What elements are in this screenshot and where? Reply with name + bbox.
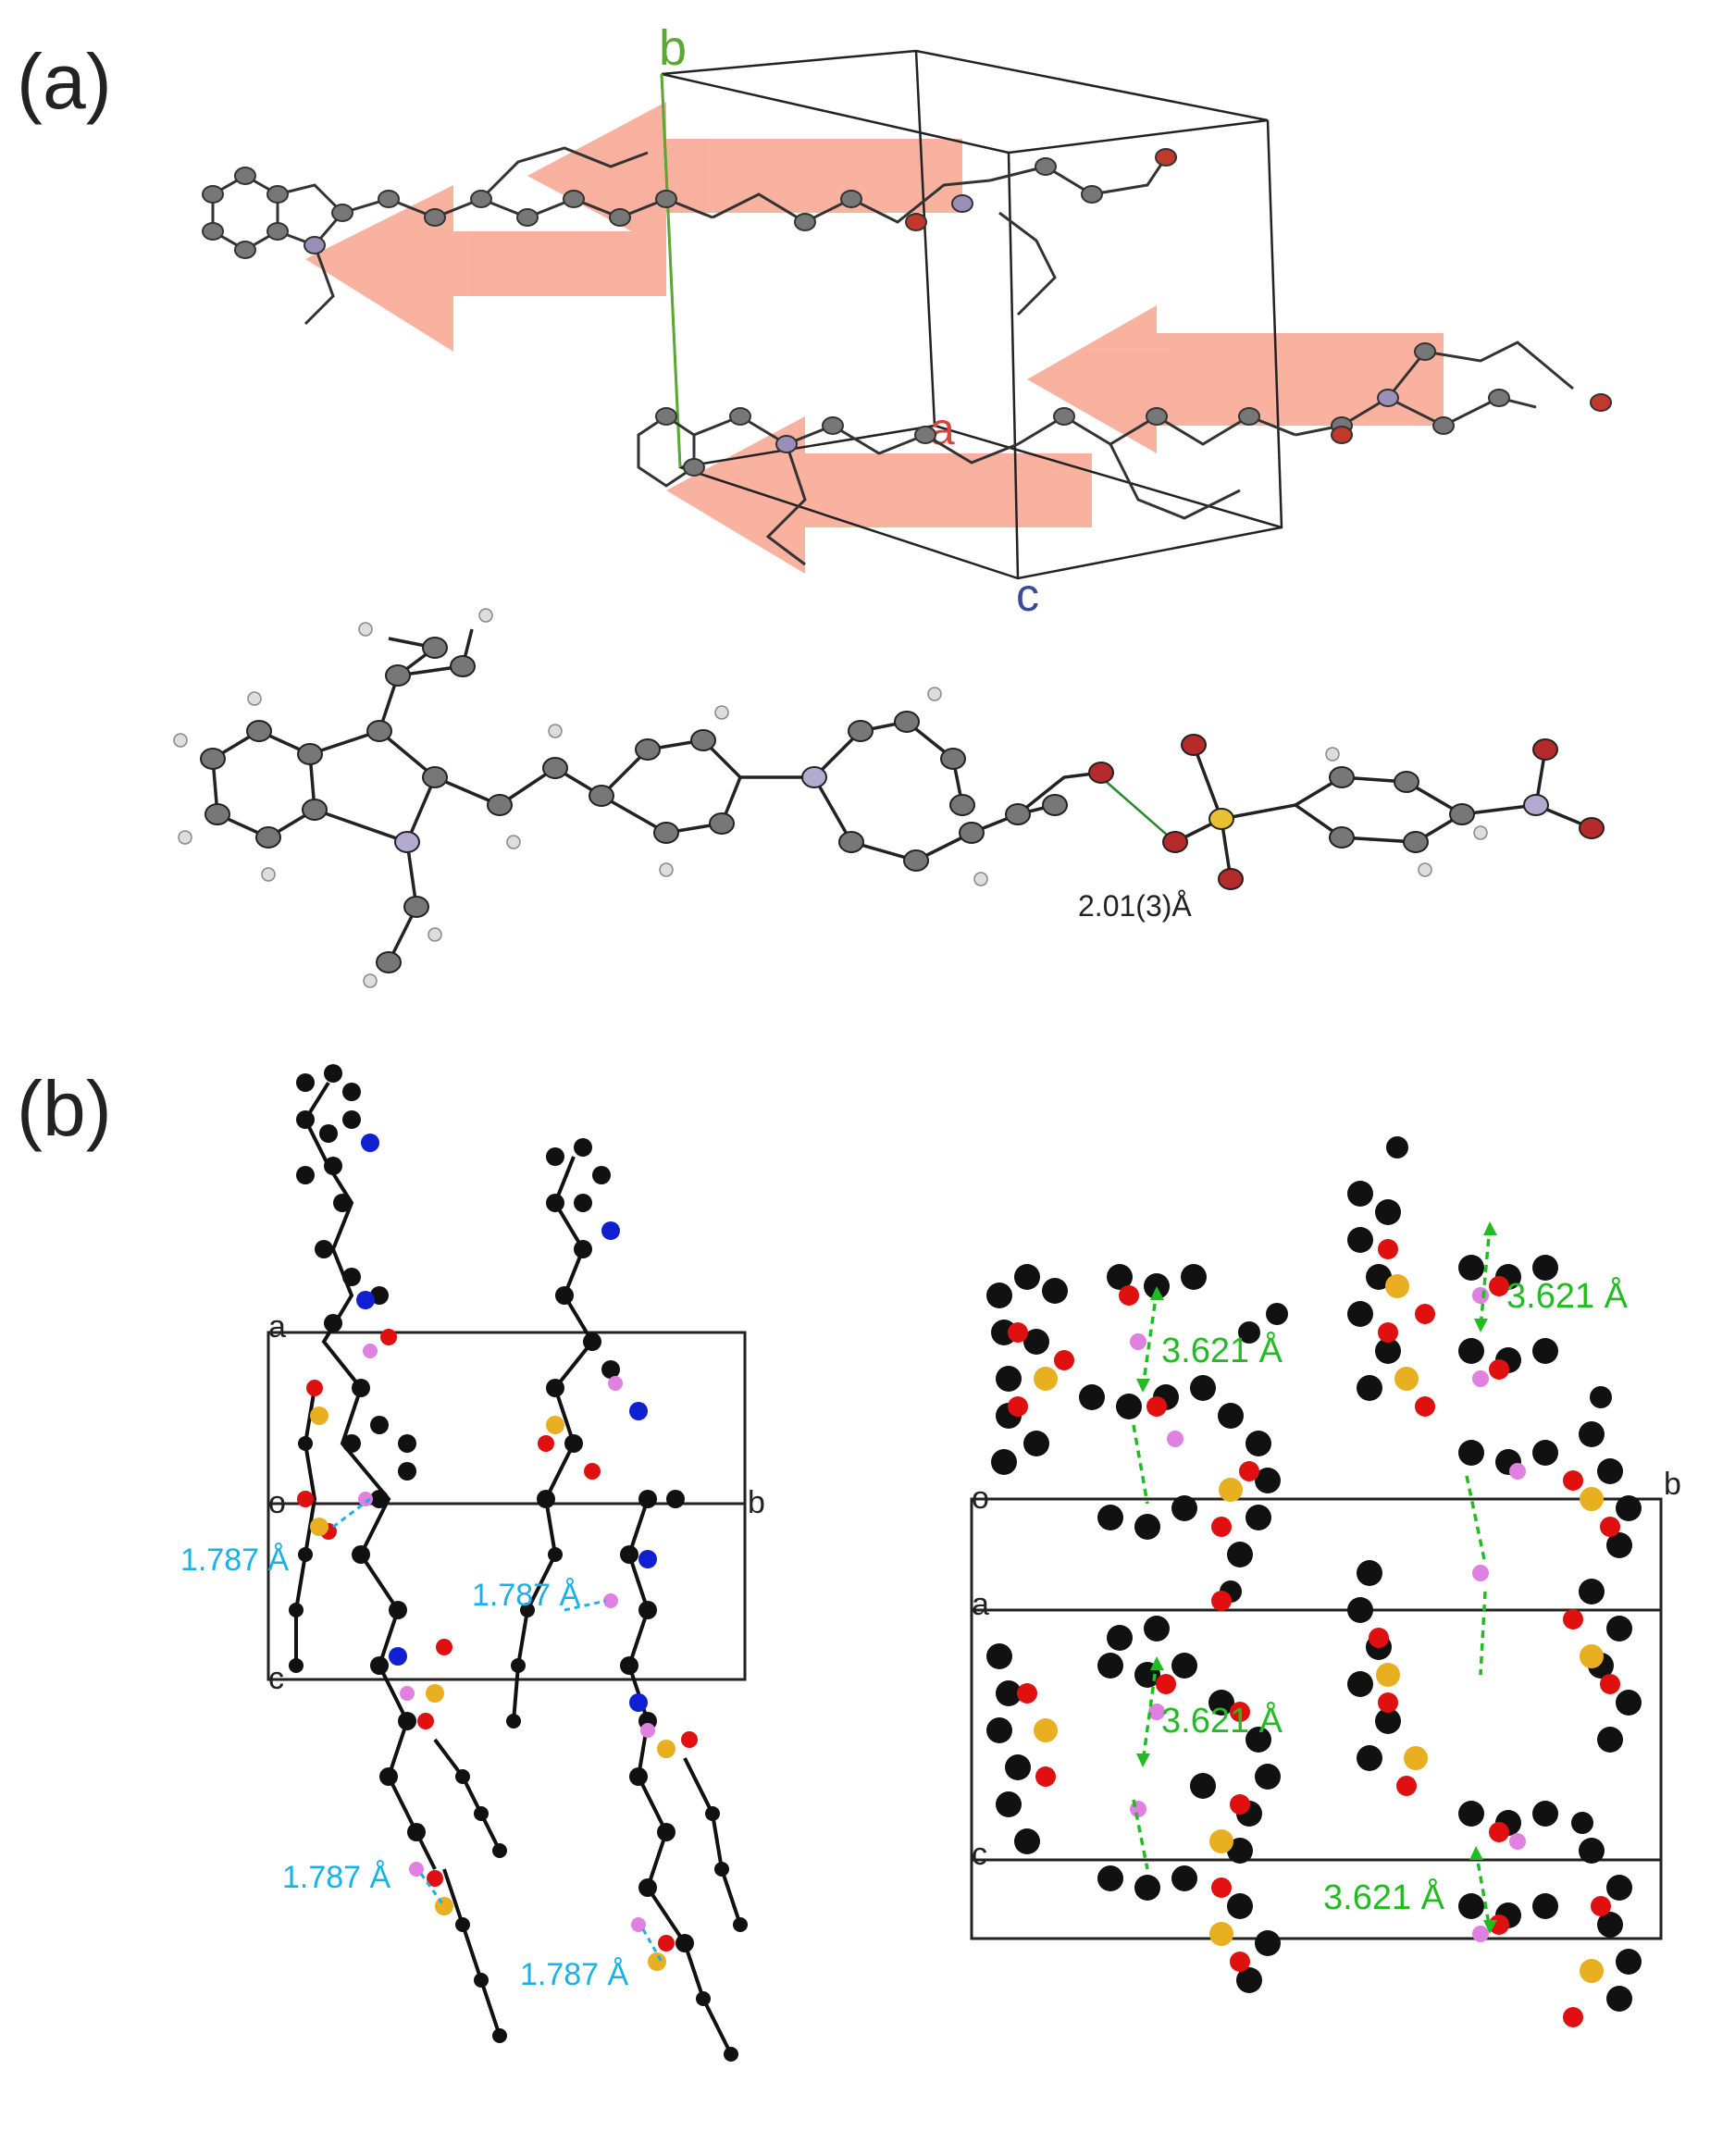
dipole-arrow (305, 185, 666, 352)
left-axis-c: c (268, 1661, 284, 1696)
stack-label-1: 3.621 Å (1161, 1330, 1283, 1370)
hbond-distance-label: 2.01(3)Å (1078, 889, 1192, 923)
cell-box-right (970, 1497, 1663, 1940)
left-axis-a: a (268, 1309, 286, 1344)
stack-label-4: 3.621 Å (1323, 1877, 1445, 1917)
axis-label-b: b (659, 20, 687, 76)
axis-label-c: c (1016, 569, 1039, 621)
panel-b-right: o b a c (970, 1136, 1681, 2027)
right-axis-a: a (972, 1587, 989, 1622)
right-axis-b: b (1664, 1467, 1681, 1502)
panel-b-left: a o b c (180, 1064, 765, 2062)
panel-label-a: (a) (17, 38, 112, 125)
left-axis-o: o (268, 1485, 286, 1520)
right-axis-c: c (972, 1837, 987, 1872)
hbond-label-4: 1.787 Å (520, 1957, 629, 1992)
panel-a-molecule: 2.01(3)Å (173, 608, 1605, 988)
hbond-label-2: 1.787 Å (472, 1578, 581, 1613)
cell-box-left (266, 1331, 747, 1681)
stack-label-2: 3.621 Å (1506, 1275, 1629, 1316)
hbond-label-3: 1.787 Å (282, 1860, 391, 1895)
dipole-arrow (1027, 305, 1444, 453)
packing-atoms (202, 148, 1612, 477)
stack-label-3: 3.621 Å (1161, 1700, 1283, 1741)
right-axis-o: o (972, 1481, 989, 1516)
panel-a-packing: b a c (202, 20, 1612, 621)
panel-label-b: (b) (17, 1065, 112, 1152)
hbond-label-1: 1.787 Å (180, 1543, 290, 1578)
dipole-arrow (666, 416, 1092, 574)
dipole-arrow (527, 102, 962, 250)
left-axis-b: b (748, 1485, 765, 1520)
dipole-arrows (305, 102, 1444, 574)
axis-b-line (660, 73, 682, 468)
